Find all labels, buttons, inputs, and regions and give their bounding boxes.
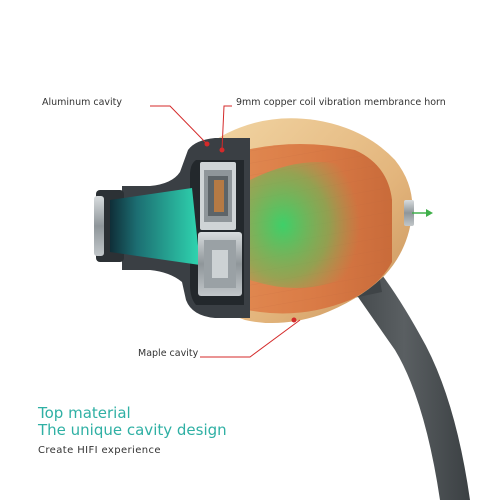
- sound-wave-nozzle: [110, 188, 200, 265]
- nozzle: [94, 188, 200, 265]
- maple-shell: [215, 118, 433, 324]
- sound-wave-cavity: [250, 162, 360, 288]
- airflow-arrow-icon: [426, 209, 433, 217]
- leader-lines: [150, 105, 301, 358]
- rear-vent: [404, 200, 414, 226]
- maple-cavity-label: Maple cavity: [138, 348, 199, 359]
- tagline-line-1: Top material: [38, 404, 131, 422]
- copper-coil: [214, 180, 224, 212]
- nozzle-mesh: [94, 196, 104, 256]
- tagline-line-3: Create HIFI experience: [38, 445, 161, 456]
- copper-coil-label: 9mm copper coil vibration membrance horn: [236, 97, 446, 108]
- tagline-line-2: The unique cavity design: [38, 421, 227, 439]
- driver-unit: [198, 162, 242, 296]
- tagline: Top material The unique cavity design Cr…: [38, 404, 227, 457]
- aluminum-cavity-label: Aluminum cavity: [42, 97, 123, 108]
